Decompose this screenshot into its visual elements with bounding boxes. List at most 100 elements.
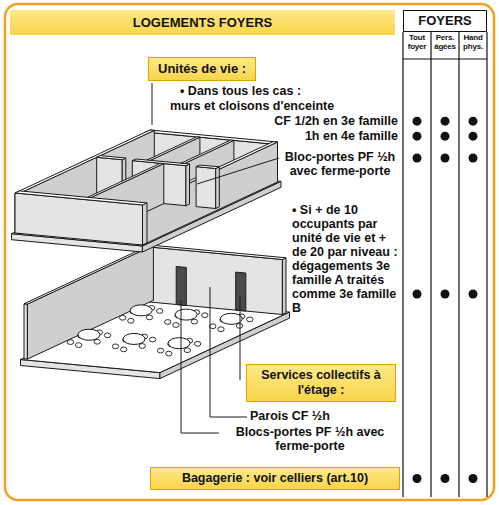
table-dots	[413, 117, 478, 483]
chair	[191, 319, 197, 324]
table-with-chairs	[210, 313, 253, 331]
column-group-header: FOYERS	[403, 10, 487, 32]
column-header: Hand phys.	[460, 34, 486, 52]
table-dot	[441, 154, 450, 163]
wall	[143, 203, 148, 245]
callout-box: Unités de vie :	[148, 57, 256, 81]
chair	[247, 317, 253, 322]
chair	[75, 343, 81, 348]
table-dot	[413, 474, 422, 483]
leader-line	[210, 287, 247, 417]
wall	[196, 167, 216, 209]
table-dot	[441, 117, 450, 126]
column-line	[486, 32, 487, 497]
chair	[119, 315, 125, 320]
chair	[94, 339, 100, 344]
table-dot	[413, 117, 422, 126]
wall	[147, 137, 200, 160]
wall	[282, 258, 286, 315]
wall	[24, 245, 153, 304]
column-line	[458, 32, 459, 497]
chair	[184, 348, 190, 353]
chair	[157, 348, 163, 353]
table-dot	[469, 290, 478, 299]
table-dot	[441, 290, 450, 299]
building-drawing	[12, 130, 290, 379]
wall	[216, 167, 220, 209]
box-text: Services collectifs à l'étage :	[253, 368, 389, 398]
chair	[157, 309, 163, 314]
rule-text: Blocs-portes PF ½h avec ferme-porte	[222, 425, 398, 454]
door	[236, 272, 246, 311]
door	[176, 267, 186, 306]
leader-line	[197, 158, 279, 184]
chair	[128, 318, 134, 323]
chair	[149, 337, 155, 342]
wall	[88, 163, 164, 197]
rule-text: CF 1/2h en 3e famille	[226, 114, 398, 128]
title-band: LOGEMENTS FOYERS	[10, 10, 395, 35]
chair	[139, 344, 145, 349]
rule-text: 1h en 4e famille	[258, 129, 398, 143]
rule-text: • Si + de 10 occupants par unité de vie …	[292, 203, 398, 315]
table-grid	[403, 32, 487, 497]
rule-text: Parois CF ½h	[250, 409, 390, 423]
leader-line	[240, 296, 241, 380]
chair	[104, 333, 110, 338]
round-table	[130, 305, 152, 316]
table-dot	[469, 117, 478, 126]
column-line	[402, 32, 403, 497]
box-text: FOYERS	[406, 13, 484, 29]
round-table	[123, 333, 145, 344]
wall	[181, 140, 234, 163]
table-dot	[469, 474, 478, 483]
chair	[210, 324, 216, 329]
callout-box: Bagagerie : voir celliers (art.10)	[150, 467, 400, 490]
rule-text: • Dans tous les cas :	[180, 84, 395, 98]
table-with-chairs	[67, 329, 110, 347]
wall	[24, 304, 27, 359]
rule-text: Bloc-portes PF ½h avec ferme-porte	[283, 150, 397, 178]
box-text: Bagagerie : voir celliers (art.10)	[157, 471, 393, 486]
lower-level	[21, 245, 290, 379]
chair	[236, 323, 242, 328]
table-dot	[413, 132, 422, 141]
wall	[146, 130, 278, 144]
chair	[218, 327, 224, 332]
table-with-chairs	[165, 309, 208, 327]
rule-text: murs et cloisons d'enceinte	[170, 99, 398, 113]
table-dot	[413, 154, 422, 163]
title: LOGEMENTS FOYERS	[133, 15, 272, 30]
round-table	[175, 309, 197, 320]
chair	[67, 340, 73, 345]
table-with-chairs	[157, 338, 200, 356]
round-table	[168, 338, 190, 349]
chair	[194, 341, 200, 346]
chair	[121, 347, 127, 352]
chair	[166, 351, 172, 356]
leader-line	[181, 300, 219, 433]
chair	[165, 320, 171, 325]
upper-level	[12, 130, 282, 252]
wall	[15, 191, 147, 205]
header-line	[403, 59, 487, 60]
column-line	[430, 32, 431, 497]
table-with-chairs	[119, 305, 162, 323]
wall	[146, 245, 286, 260]
frame	[5, 4, 494, 500]
leader-line	[152, 83, 153, 125]
box-text: Unités de vie :	[158, 61, 246, 77]
round-table	[220, 313, 242, 324]
chair	[202, 313, 208, 318]
table-dot	[469, 154, 478, 163]
wall	[186, 164, 190, 206]
table-dot	[413, 290, 422, 299]
chair	[173, 323, 179, 328]
chair	[146, 315, 152, 320]
wall	[97, 156, 126, 160]
wall	[27, 245, 153, 359]
table-dot	[441, 474, 450, 483]
table-with-chairs	[112, 333, 155, 351]
callout-box: Services collectifs à l'étage :	[246, 364, 396, 402]
